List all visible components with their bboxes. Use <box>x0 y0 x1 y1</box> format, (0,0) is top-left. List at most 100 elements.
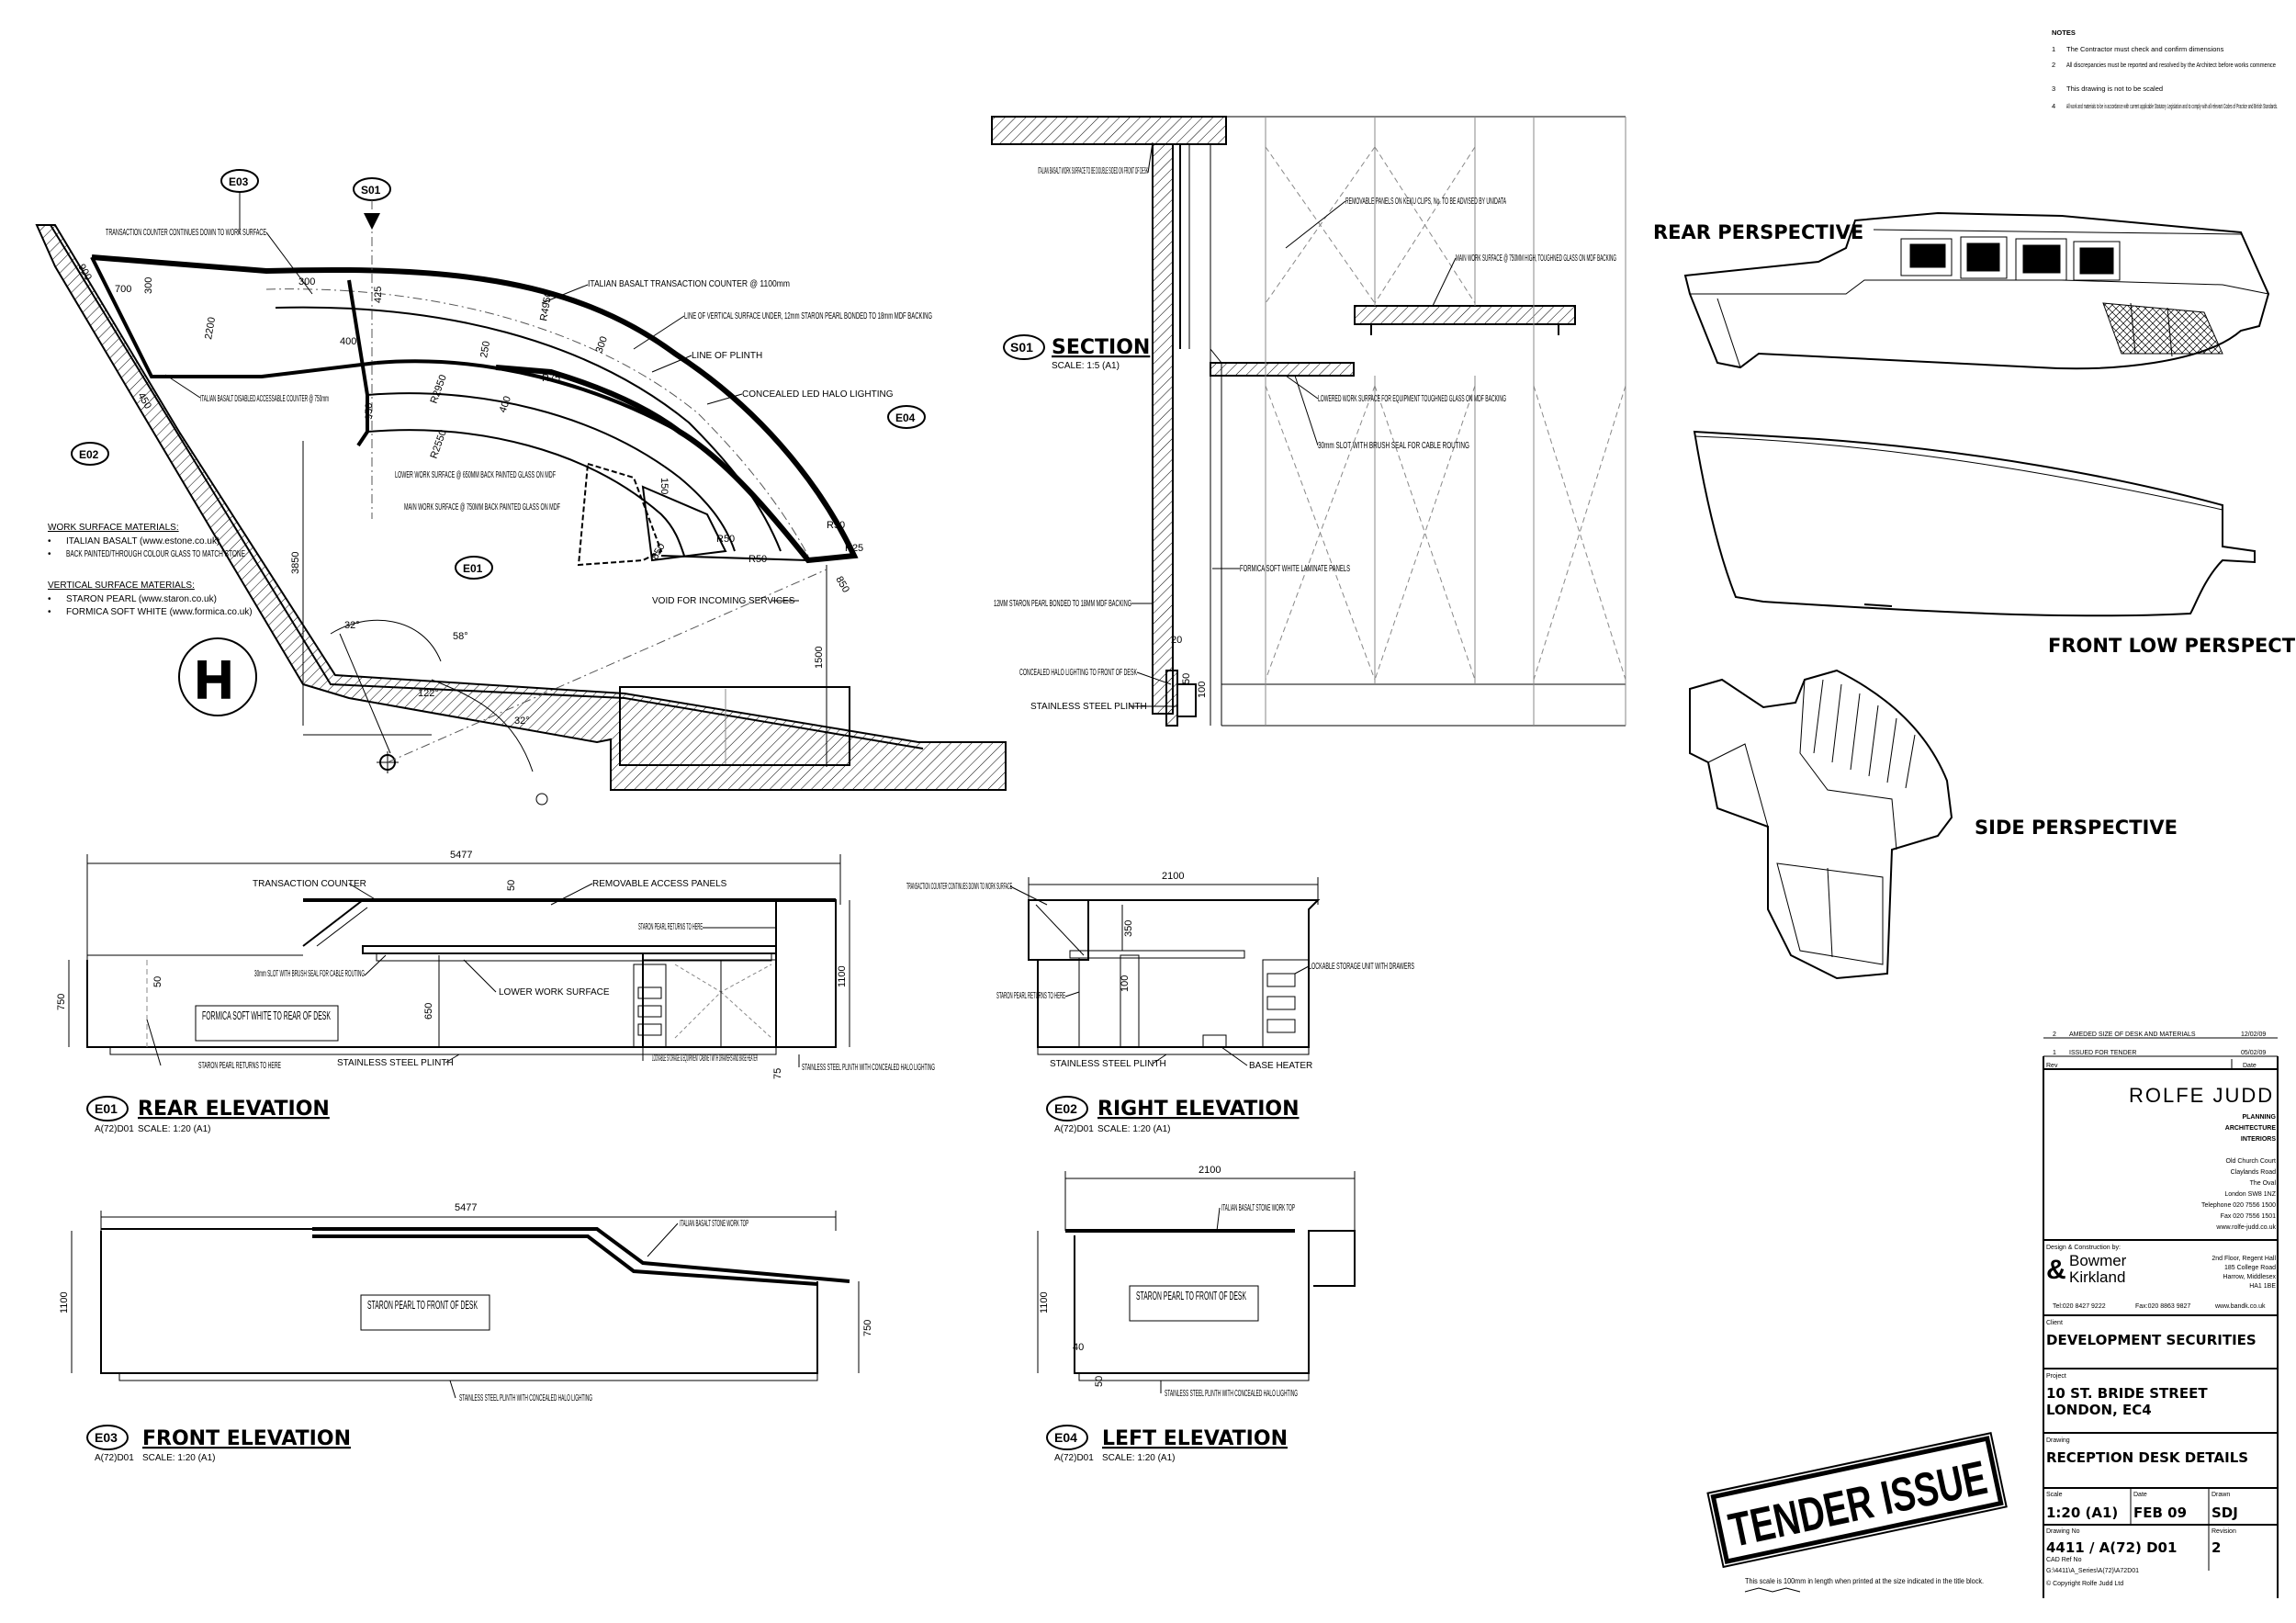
note-4: All work and materials to be in accordan… <box>2066 102 2278 110</box>
project-line-1: 10 ST. BRIDE STREET <box>2046 1385 2208 1402</box>
label-disabled-counter: ITALIAN BASALT DISABLED ACCESSABLE COUNT… <box>200 394 329 404</box>
svg-text:950: 950 <box>364 403 375 420</box>
note-1-num: 1 <box>2052 45 2055 53</box>
section-panel-grid <box>1265 117 1626 726</box>
e01-label-removable: REMOVABLE ACCESS PANELS <box>592 879 727 889</box>
svg-text:A(72)D01: A(72)D01 <box>95 1124 134 1134</box>
section-label-staron: 12MM STARON PEARL BONDED TO 18MM MDF BAC… <box>994 599 1131 609</box>
svg-text:32°: 32° <box>344 620 360 631</box>
svg-text:E01: E01 <box>95 1101 118 1116</box>
e02-label-transaction: TRANSACTION COUNTER CONTINUES DOWN TO WO… <box>906 882 1012 892</box>
svg-text:&: & <box>2046 1255 2066 1285</box>
svg-text:350: 350 <box>1123 920 1134 937</box>
svg-text:300: 300 <box>594 335 611 355</box>
svg-text:SCALE: 1:20 (A1): SCALE: 1:20 (A1) <box>1102 1453 1175 1463</box>
drawing-revision: 2 <box>2212 1539 2221 1556</box>
note-4-num: 4 <box>2052 102 2055 110</box>
svg-text:A(72)D01: A(72)D01 <box>1054 1453 1094 1463</box>
svg-text:www.bandk.co.uk: www.bandk.co.uk <box>2214 1303 2266 1310</box>
svg-text:50: 50 <box>506 880 517 891</box>
section-label-basalt: ITALIAN BASALT WORK SURFACE TO BE DOUBLE… <box>1038 166 1148 176</box>
plan-view: H E03 S01 E02 E04 E01 TRANSACTION COUNTE… <box>35 169 1007 806</box>
elevation-e02: 2100 350 100 TRANSACTION COUNTER CONTINU… <box>906 871 1414 1134</box>
title-block: 2 AMEDED SIZE OF DESK AND MATERIALS 12/0… <box>2043 1031 2279 1598</box>
materials-legend: WORK SURFACE MATERIALS: • ITALIAN BASALT… <box>48 523 253 617</box>
svg-text:650: 650 <box>423 1003 434 1020</box>
svg-text:2100: 2100 <box>1162 871 1184 882</box>
e04-staron-box <box>1129 1285 1259 1322</box>
general-notes: NOTES 1 The Contractor must check and co… <box>2052 28 2278 110</box>
plan-dimensions: 900 300 2200 700 300 425 400 R4950 250 3… <box>75 263 863 727</box>
drawing-scale: 1:20 (A1) <box>2046 1505 2118 1521</box>
section-label-formica: FORMICA SOFT WHITE LAMINATE PANELS <box>1240 564 1350 574</box>
svg-text:Date: Date <box>2243 1063 2257 1069</box>
notes-heading: NOTES <box>2052 28 2076 37</box>
svg-text:ISSUED FOR TENDER: ISSUED FOR TENDER <box>2069 1050 2136 1056</box>
svg-text:425: 425 <box>373 287 384 303</box>
svg-text:Kirkland: Kirkland <box>2069 1268 2125 1286</box>
callout-e04[interactable]: E04 <box>887 405 926 429</box>
e03-staron-text: STARON PEARL TO FRONT OF DESK <box>367 1298 478 1312</box>
scale-bar: This scale is 100mm in length when print… <box>1744 1577 1984 1593</box>
label-line-plinth: LINE OF PLINTH <box>692 351 762 361</box>
svg-text:HA1 1BE: HA1 1BE <box>2249 1283 2276 1290</box>
e04-staron-text: STARON PEARL TO FRONT OF DESK <box>1136 1289 1246 1302</box>
svg-text:Date: Date <box>2133 1492 2147 1498</box>
svg-text:S01: S01 <box>361 184 381 197</box>
svg-text:PLANNING: PLANNING <box>2242 1114 2276 1121</box>
e01-label-transaction: TRANSACTION COUNTER <box>253 879 366 889</box>
svg-text:5477: 5477 <box>450 850 472 861</box>
e03-label-stone: ITALIAN BASALT STONE WORK TOP <box>680 1219 748 1229</box>
e03-title: E03 FRONT ELEVATION A(72)D01 SCALE: 1:20… <box>86 1425 351 1463</box>
drawing-title: RECEPTION DESK DETAILS <box>2046 1449 2248 1466</box>
svg-text:INTERIORS: INTERIORS <box>2241 1136 2276 1143</box>
label-void: VOID FOR INCOMING SERVICES <box>652 596 795 606</box>
drawn-by: SDJ <box>2212 1505 2238 1521</box>
svg-text:S01: S01 <box>1010 340 1033 355</box>
svg-text:58°: 58° <box>453 631 468 642</box>
work-material-2: BACK PAINTED/THROUGH COLOUR GLASS TO MAT… <box>66 549 245 559</box>
svg-text:1100: 1100 <box>1039 1291 1050 1313</box>
svg-text:05/02/09: 05/02/09 <box>2241 1050 2266 1056</box>
side-perspective-label: SIDE PERSPECTIVE <box>1975 817 2178 839</box>
svg-text:100: 100 <box>1197 682 1208 698</box>
e01-title: E01 REAR ELEVATION A(72)D01 SCALE: 1:20 … <box>86 1096 330 1134</box>
svg-text:750: 750 <box>56 994 67 1010</box>
svg-text:R75: R75 <box>542 373 560 384</box>
svg-text:SCALE: 1:20 (A1): SCALE: 1:20 (A1) <box>142 1453 215 1463</box>
plan-wall-hatch <box>35 224 1007 791</box>
project-line-2: LONDON, EC4 <box>2046 1402 2152 1418</box>
callout-e02[interactable]: E02 <box>71 442 109 466</box>
svg-text:CAD Ref No: CAD Ref No <box>2046 1557 2082 1563</box>
section-lowered-worksurface <box>1210 362 1355 377</box>
e04-title: E04 LEFT ELEVATION A(72)D01 SCALE: 1:20 … <box>1046 1425 1288 1463</box>
rear-persp-screens <box>1873 229 2242 281</box>
section-label-lowered: LOWERED WORK SURFACE FOR EQUIPMENT TOUGH… <box>1318 394 1506 404</box>
svg-text:E03: E03 <box>95 1430 118 1445</box>
e01-label-staron-returns: STARON PEARL RETURNS TO HERE <box>638 922 703 932</box>
svg-text:100: 100 <box>1120 975 1131 992</box>
e04-label-stone: ITALIAN BASALT STONE WORK TOP <box>1221 1203 1295 1213</box>
callout-s01[interactable]: S01 <box>353 177 391 519</box>
rear-perspective: REAR PERSPECTIVE <box>1653 211 2270 370</box>
svg-text:Drawn: Drawn <box>2212 1492 2230 1498</box>
svg-text:5477: 5477 <box>455 1202 477 1213</box>
svg-text:R4950: R4950 <box>538 291 554 322</box>
elevation-e04: 2100 1100 40 50 STARON PEARL TO FRONT OF… <box>1037 1165 1356 1463</box>
drawing-number: 4411 / A(72) D01 <box>2046 1539 2177 1556</box>
elevation-e01: 5477 750 50 50 650 1100 75 FORMICA SOFT … <box>56 850 935 1134</box>
callout-e03[interactable]: E03 <box>220 169 259 234</box>
label-transaction-continues: TRANSACTION COUNTER CONTINUES DOWN TO WO… <box>106 228 266 238</box>
front-low-perspective: FRONT LOW PERSPECTIVE <box>1693 430 2296 657</box>
svg-text:300: 300 <box>143 277 154 294</box>
e02-label-staron: STARON PEARL RETURNS TO HERE <box>996 991 1065 1001</box>
note-1: The Contractor must check and confirm di… <box>2066 45 2224 53</box>
svg-text:R2550: R2550 <box>429 428 449 460</box>
callout-e01[interactable]: E01 <box>455 556 493 580</box>
svg-text:E02: E02 <box>1054 1101 1077 1116</box>
svg-text:850: 850 <box>833 575 851 595</box>
svg-text:150: 150 <box>658 478 670 494</box>
label-led: CONCEALED LED HALO LIGHTING <box>742 389 894 400</box>
svg-text:32°: 32° <box>514 716 530 727</box>
svg-text:700: 700 <box>115 284 131 295</box>
